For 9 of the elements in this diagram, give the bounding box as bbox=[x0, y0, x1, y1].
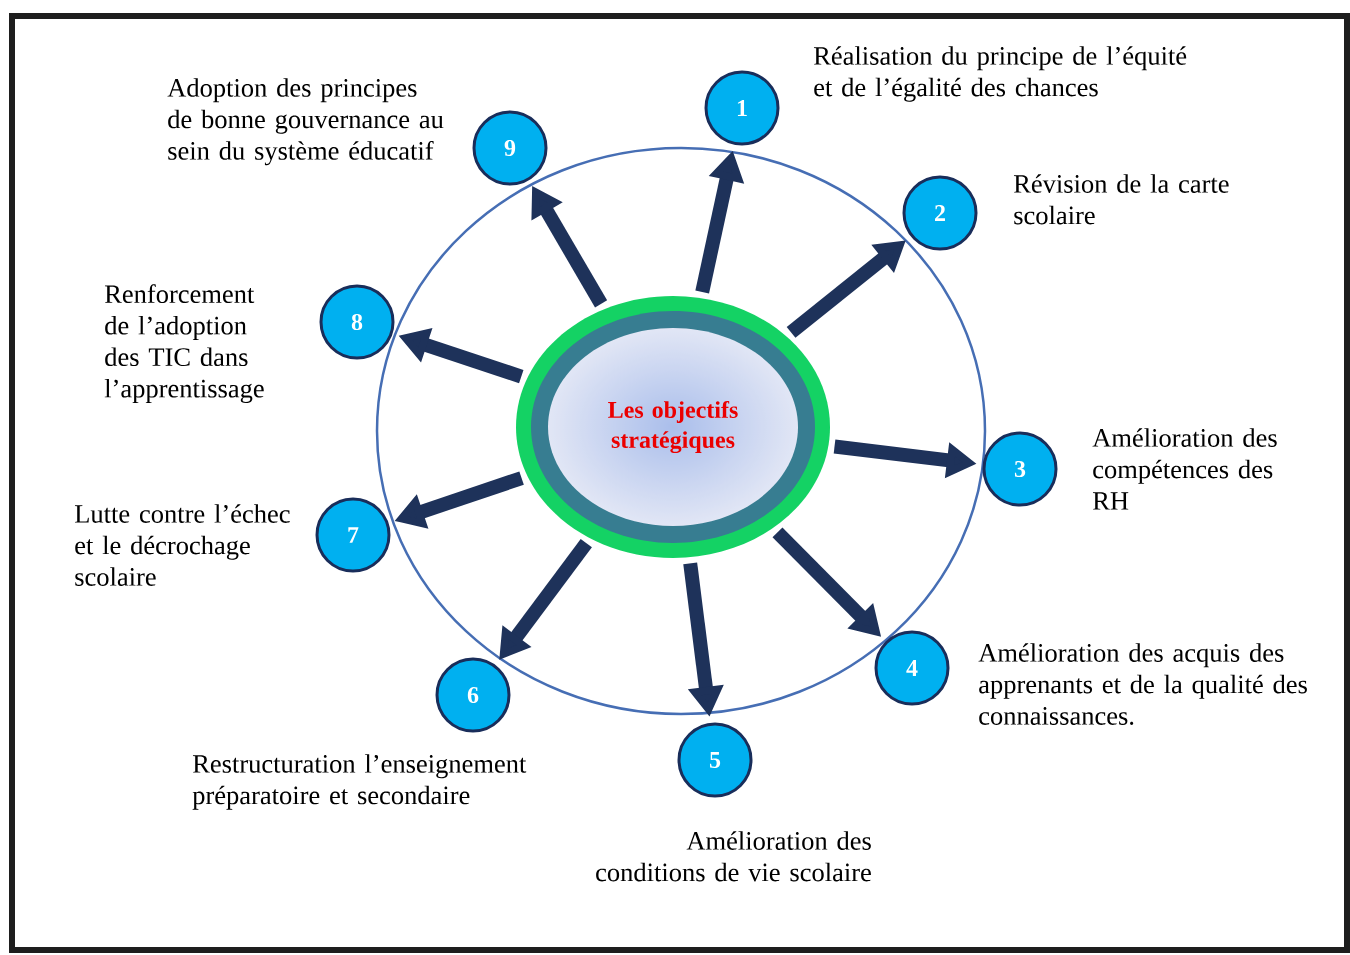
objective-text: Amélioration des compétences des RH bbox=[1092, 428, 1277, 510]
objective-text: Adoption des principes de bonne gouvernance au sein du système éducatif bbox=[167, 78, 444, 166]
objective-text: Amélioration des conditions de vie scolaire bbox=[596, 831, 871, 882]
objective-text: Restructuration l’enseignement préparatoire et secondaire bbox=[192, 754, 527, 810]
objective-text: Amélioration des acquis des apprenants et de la qualité des connaissances. bbox=[978, 643, 1307, 725]
objective-text: Réalisation du principe de l’équité et de l’égalité des chances bbox=[813, 46, 1187, 102]
objective-text: Lutte contre l’échec et le décrochage scolaire bbox=[75, 504, 290, 586]
objective-text: Révision de la carte scolaire bbox=[1014, 174, 1229, 225]
objective-text: Renforcement de l’adoption des TIC dans l’apprentissage bbox=[104, 284, 264, 404]
